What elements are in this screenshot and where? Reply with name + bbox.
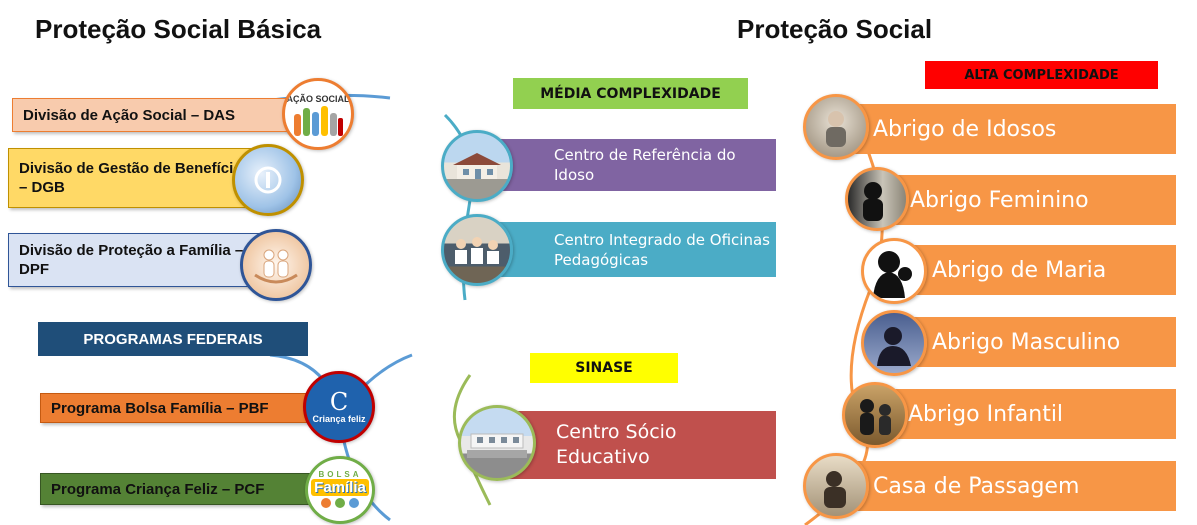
- division-das-label: Divisão de Ação Social – DAS: [23, 106, 236, 124]
- division-dgb-label: Divisão de Gestão de Benefícios – DGB: [19, 160, 251, 196]
- family-hands-photo-icon: [240, 229, 312, 301]
- centro-referencia-idoso[interactable]: Centro de Referência do Idoso: [476, 139, 776, 191]
- abrigo-masculino[interactable]: Abrigo Masculino: [897, 317, 1176, 367]
- centro-socio-educativo-label: Centro Sócio Educativo: [556, 421, 677, 468]
- abrigo-idosos[interactable]: Abrigo de Idosos: [838, 104, 1176, 154]
- basica-title: Proteção Social Básica: [35, 14, 322, 44]
- protecao-social-title: Proteção Social: [737, 14, 933, 44]
- abrigo-de-maria-label: Abrigo de Maria: [932, 257, 1107, 283]
- alta-complexidade-header: ALTA COMPLEXIDADE: [925, 61, 1158, 89]
- abrigo-infantil-label: Abrigo Infantil: [908, 401, 1064, 427]
- abrigo-feminino[interactable]: Abrigo Feminino: [880, 175, 1176, 225]
- sinase-header: SINASE: [530, 353, 678, 383]
- programa-pcf[interactable]: Programa Criança Feliz – PCF: [40, 473, 315, 505]
- children-photo-icon: [842, 382, 908, 448]
- abrigo-infantil[interactable]: Abrigo Infantil: [878, 389, 1176, 439]
- mother-child-silhouette-icon: [861, 238, 927, 304]
- centro-integrado-oficinas-label: Centro Integrado de Oficinas Pedagógicas: [554, 230, 770, 269]
- programa-pcf-label: Programa Criança Feliz – PCF: [51, 480, 265, 498]
- abrigo-de-maria[interactable]: Abrigo de Maria: [897, 245, 1176, 295]
- centro-referencia-idoso-label: Centro de Referência do Idoso: [554, 146, 736, 184]
- casa-de-passagem-label: Casa de Passagem: [873, 473, 1080, 499]
- centro-socio-educativo[interactable]: Centro Sócio Educativo: [494, 411, 776, 479]
- building-photo-icon: [441, 130, 513, 202]
- programas-federais-header: PROGRAMAS FEDERAIS: [38, 322, 308, 356]
- benefits-photo-icon: [232, 144, 304, 216]
- crianca-feliz-logo-icon: C Criança feliz: [303, 371, 375, 443]
- division-dpf[interactable]: Divisão de Proteção a Família – DPF: [8, 233, 263, 287]
- facility-photo-icon: [458, 405, 536, 481]
- casa-de-passagem[interactable]: Casa de Passagem: [838, 461, 1176, 511]
- bolsa-familia-logo-icon: BOLSA Família: [305, 456, 375, 524]
- person-photo-icon: [803, 453, 869, 519]
- acao-social-logo-icon: AÇÃO SOCIAL: [282, 78, 354, 150]
- division-das[interactable]: Divisão de Ação Social – DAS: [12, 98, 290, 132]
- centro-integrado-oficinas[interactable]: Centro Integrado de Oficinas Pedagógicas: [476, 222, 776, 277]
- woman-silhouette-photo-icon: [845, 167, 909, 231]
- abrigo-feminino-label: Abrigo Feminino: [910, 187, 1089, 213]
- man-silhouette-photo-icon: [861, 310, 927, 376]
- programa-pbf-label: Programa Bolsa Família – PBF: [51, 399, 269, 417]
- elderly-photo-icon: [803, 94, 869, 160]
- division-dpf-label: Divisão de Proteção a Família – DPF: [19, 242, 244, 278]
- programa-pbf[interactable]: Programa Bolsa Família – PBF: [40, 393, 315, 423]
- media-complexidade-header: MÉDIA COMPLEXIDADE: [513, 78, 748, 109]
- abrigo-masculino-label: Abrigo Masculino: [932, 329, 1121, 355]
- abrigo-idosos-label: Abrigo de Idosos: [873, 116, 1057, 142]
- division-dgb[interactable]: Divisão de Gestão de Benefícios – DGB: [8, 148, 263, 208]
- classroom-photo-icon: [441, 214, 513, 286]
